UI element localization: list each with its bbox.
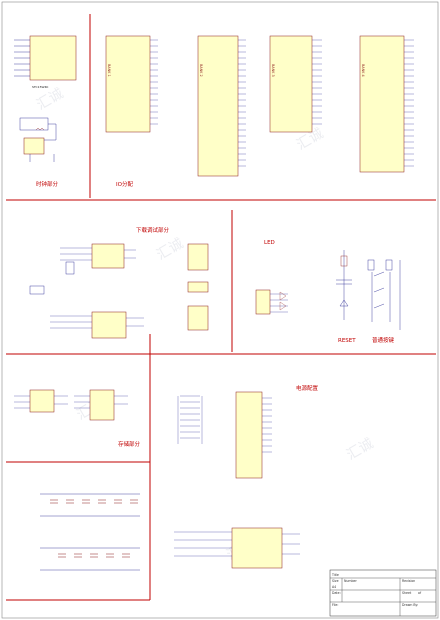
section-label-led: LED: [264, 240, 275, 246]
drawn-by-label: Drawn By:: [402, 603, 418, 607]
section-label-io: IO分配: [116, 180, 133, 188]
size-label: Size: [332, 579, 339, 583]
clock-oscillator-block: STC15W4K: [14, 35, 77, 89]
capacitor-bank-bottom: [40, 547, 140, 571]
sheet-label: Sheet: [402, 591, 412, 595]
storage-chip-2: [74, 389, 128, 421]
number-label: Number: [344, 579, 357, 583]
section-label-download: 下载调试部分: [136, 226, 170, 234]
bank4-chip: BANK 4: [359, 35, 405, 173]
usb-serial-chip: [60, 243, 136, 275]
bank2-chip: BANK 2: [197, 35, 239, 177]
section-label-storage: 存储部分: [118, 440, 141, 448]
bank-pin-lines: [150, 39, 414, 167]
title-block: Title Size A4 Number Revision Date: File…: [329, 569, 437, 617]
storage-chip-1: [14, 389, 68, 413]
power-chip: [235, 391, 272, 479]
date-label: Date:: [332, 591, 341, 595]
regulator-chip: [29, 285, 144, 339]
section-label-power: 电源配置: [296, 384, 319, 392]
file-label: File:: [332, 603, 338, 607]
svg-text:BANK 3: BANK 3: [271, 64, 275, 77]
section-label-clock: 时钟部分: [36, 180, 59, 188]
of-label: of: [418, 591, 422, 595]
power-decoupling-left: [177, 395, 203, 444]
svg-text:BANK 1: BANK 1: [107, 64, 111, 77]
section-dividers: [6, 14, 436, 601]
bank3-chip: BANK 3: [269, 35, 313, 133]
power-chip-bottom: [174, 527, 300, 569]
led-array: [255, 289, 288, 315]
section-label-keys: 普通按键: [372, 336, 395, 344]
reset-circuit: [336, 250, 352, 320]
capacitor-bank-top: [40, 493, 140, 517]
bank1-chip: BANK 1: [105, 35, 151, 133]
svg-text:STC15W4K: STC15W4K: [32, 85, 49, 89]
title-label: Title: [331, 573, 339, 577]
download-connector: [187, 243, 209, 331]
size-value: A4: [332, 585, 336, 589]
revision-label: Revision: [402, 579, 415, 583]
svg-text:BANK 4: BANK 4: [361, 64, 365, 77]
key-matrix: [367, 259, 401, 330]
crystal-circuit: [19, 117, 57, 162]
section-label-reset: RESET: [338, 338, 356, 344]
svg-text:BANK 2: BANK 2: [199, 64, 203, 77]
